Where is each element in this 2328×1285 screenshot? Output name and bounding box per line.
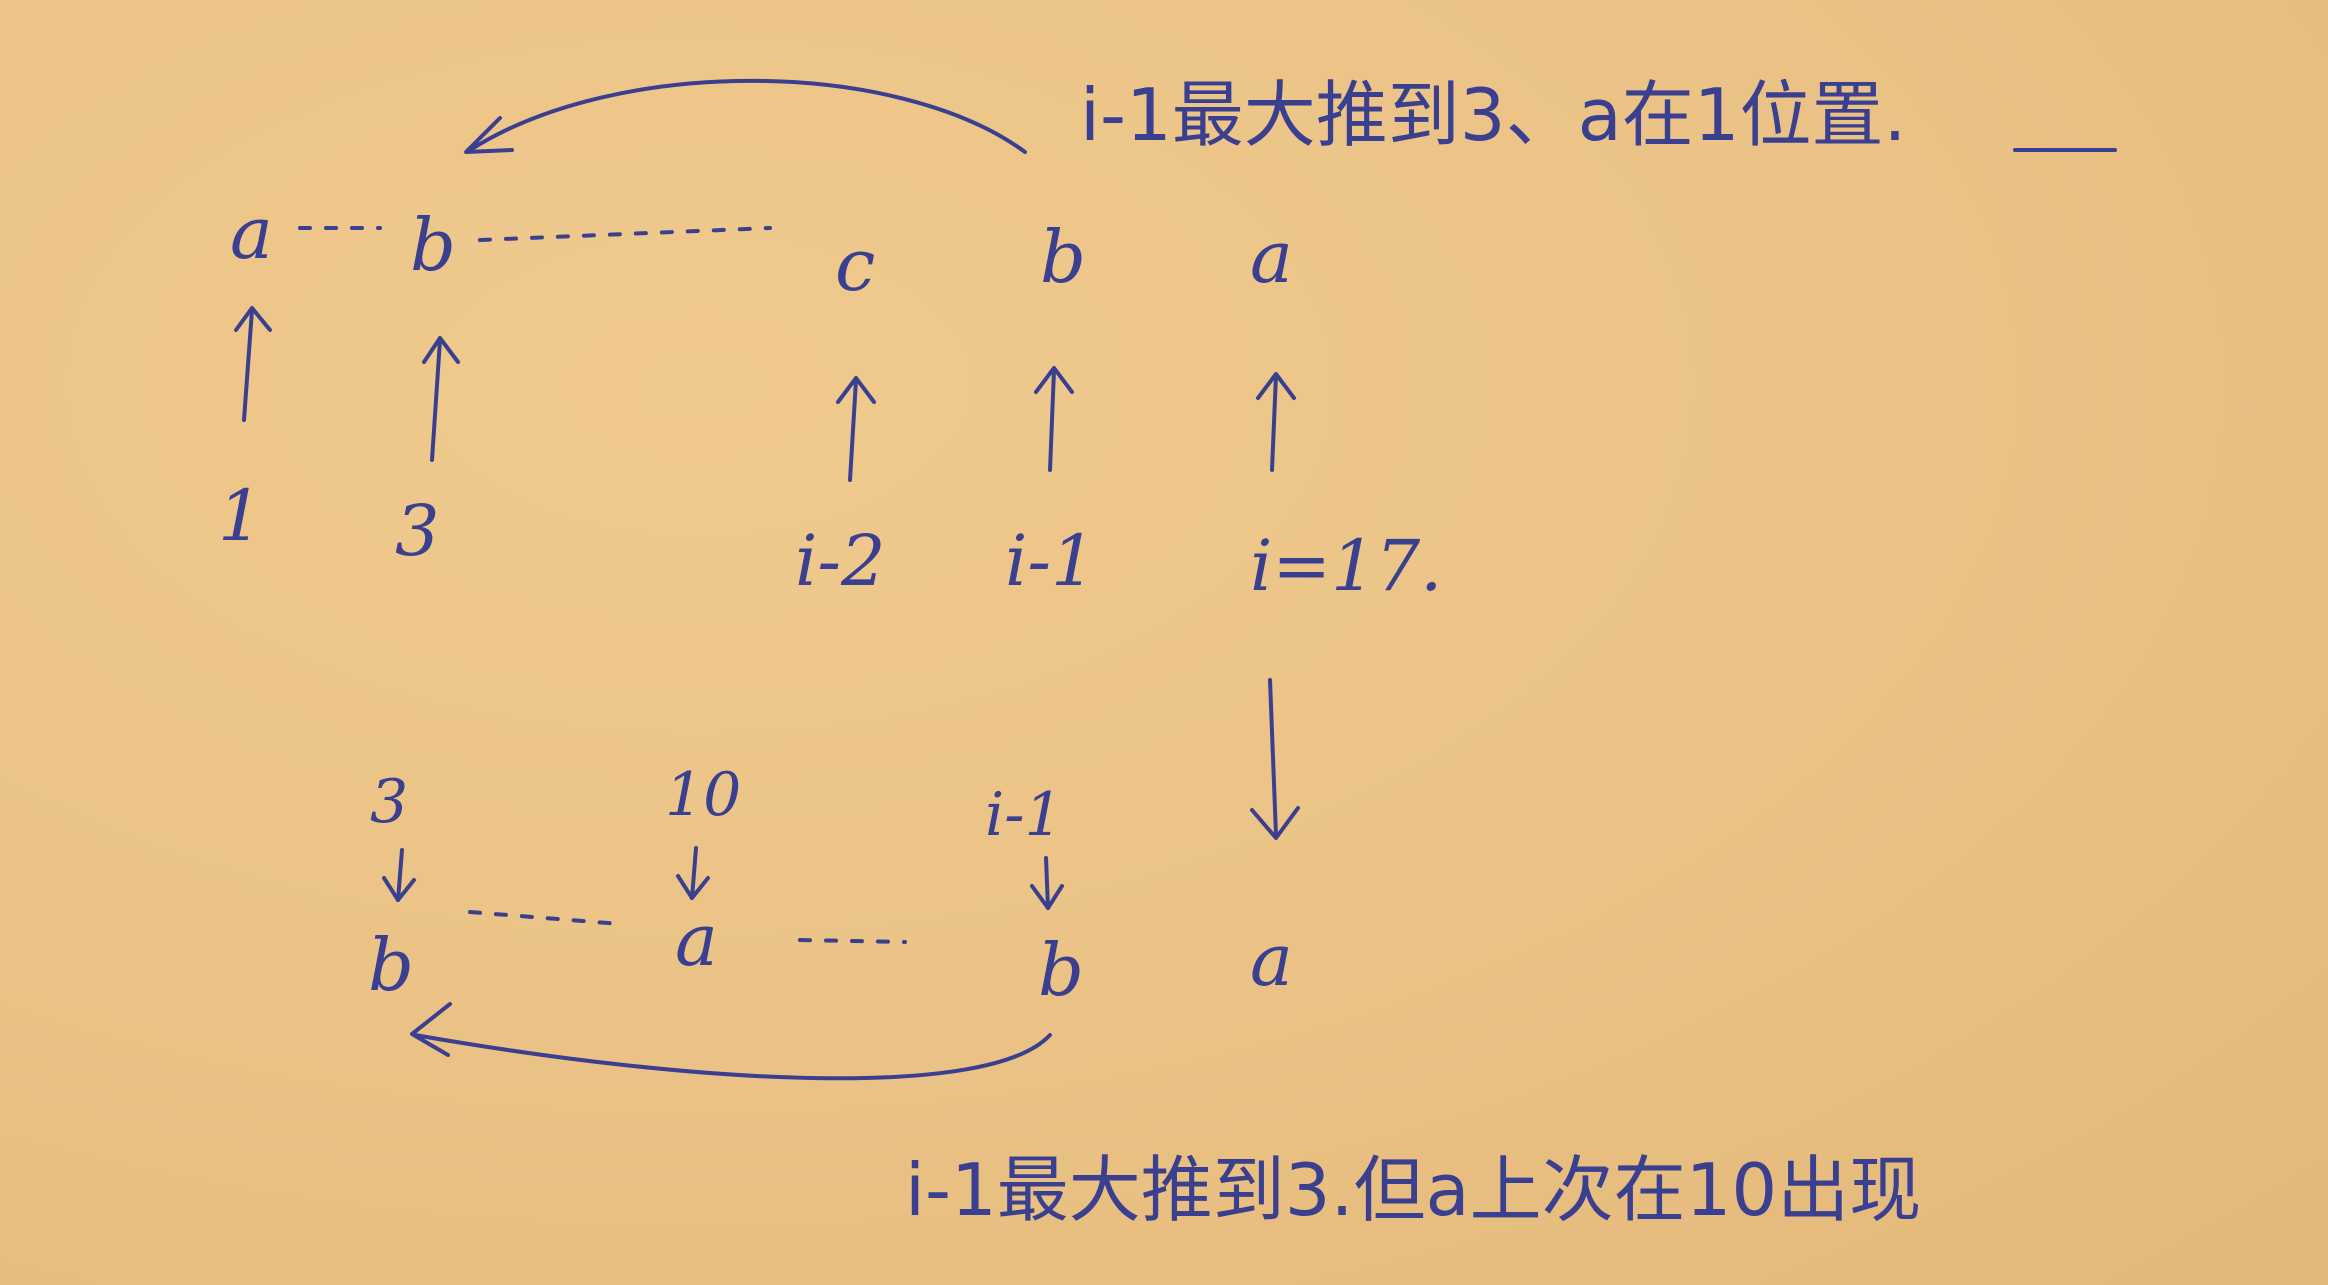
top-curved-arrow-head: [464, 116, 514, 154]
top-note: i-1最大推到3、a在1位置.: [1080, 73, 1906, 157]
small-down-arrow-1: [382, 848, 416, 902]
up-arrow-4: [1034, 366, 1074, 472]
bottom-note: i-1最大推到3.但a上次在10出现: [905, 1148, 1921, 1232]
up-arrow-2: [422, 336, 460, 462]
top-index-5: i=17.: [1250, 525, 1442, 607]
bottom-letter-3: b: [1038, 928, 1084, 1012]
top-letter-4: b: [1040, 215, 1086, 299]
top-index-1: 1: [218, 475, 263, 557]
up-arrow-5: [1256, 372, 1296, 472]
bottom-letter-1: b: [368, 923, 414, 1007]
bottom-dots-2: [798, 938, 907, 944]
small-down-arrow-2: [676, 846, 710, 900]
bottom-letter-2: a: [675, 898, 718, 982]
top-letter-2: b: [410, 203, 456, 287]
bottom-curved-arrow: [413, 1033, 1052, 1081]
up-arrow-3: [836, 376, 876, 482]
top-index-4: i-1: [1005, 520, 1096, 602]
bottom-letter-4: a: [1250, 918, 1293, 1002]
small-down-arrow-3: [1030, 856, 1064, 910]
top-letter-5: a: [1250, 215, 1293, 299]
bottom-curved-arrow-head: [410, 1002, 452, 1057]
top-letter-1: a: [230, 191, 273, 275]
up-arrow-1: [234, 306, 272, 422]
top-index-3: i-2: [795, 520, 886, 602]
top-letter-3: c: [835, 223, 875, 307]
bottom-dots-1: [468, 910, 622, 926]
bottom-index-1: 3: [370, 767, 408, 837]
top-index-2: 3: [395, 490, 440, 572]
bottom-index-3: i-1: [985, 780, 1063, 850]
top-dots-2: [478, 226, 772, 242]
bottom-index-2: 10: [665, 760, 741, 830]
down-arrow-long: [1250, 678, 1300, 840]
top-curved-arrow: [468, 78, 1027, 154]
